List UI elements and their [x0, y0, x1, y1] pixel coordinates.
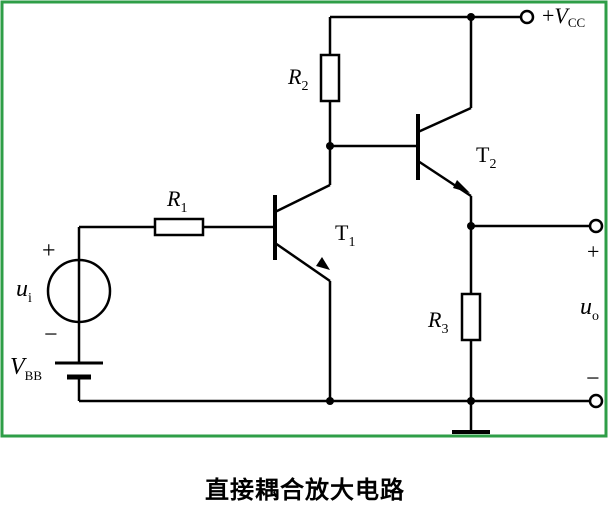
output-minus-terminal — [588, 393, 604, 409]
output-plus-sign: + — [587, 239, 599, 264]
input-plus-sign: + — [42, 238, 56, 264]
battery-vbb — [55, 361, 103, 380]
r3-label: R3 — [427, 307, 448, 337]
transistor-t2 — [416, 106, 472, 198]
input-minus-sign: − — [44, 322, 58, 348]
terminals — [519, 9, 604, 409]
resistor-r2 — [319, 53, 341, 103]
ui-label: ui — [16, 276, 32, 306]
t2-label: T2 — [476, 142, 496, 172]
output-minus-sign: − — [586, 366, 600, 392]
wires — [77, 15, 590, 432]
resistor-r1 — [153, 217, 205, 237]
source-ui — [46, 258, 112, 324]
r1-label: R1 — [166, 186, 187, 216]
output-plus-terminal — [588, 218, 604, 234]
transistor-t1 — [273, 183, 331, 283]
uo-label: uo — [580, 294, 599, 324]
figure-caption: 直接耦合放大电路 — [205, 476, 405, 504]
r2-label: R2 — [287, 64, 308, 94]
diagram-border — [0, 0, 608, 438]
vbb-label: VBB — [10, 354, 42, 383]
vcc-terminal — [519, 9, 535, 25]
vcc-label: +VCC — [542, 3, 585, 30]
t1-label: T1 — [335, 220, 355, 250]
resistor-r3 — [460, 292, 482, 342]
junction-dots — [326, 13, 475, 405]
